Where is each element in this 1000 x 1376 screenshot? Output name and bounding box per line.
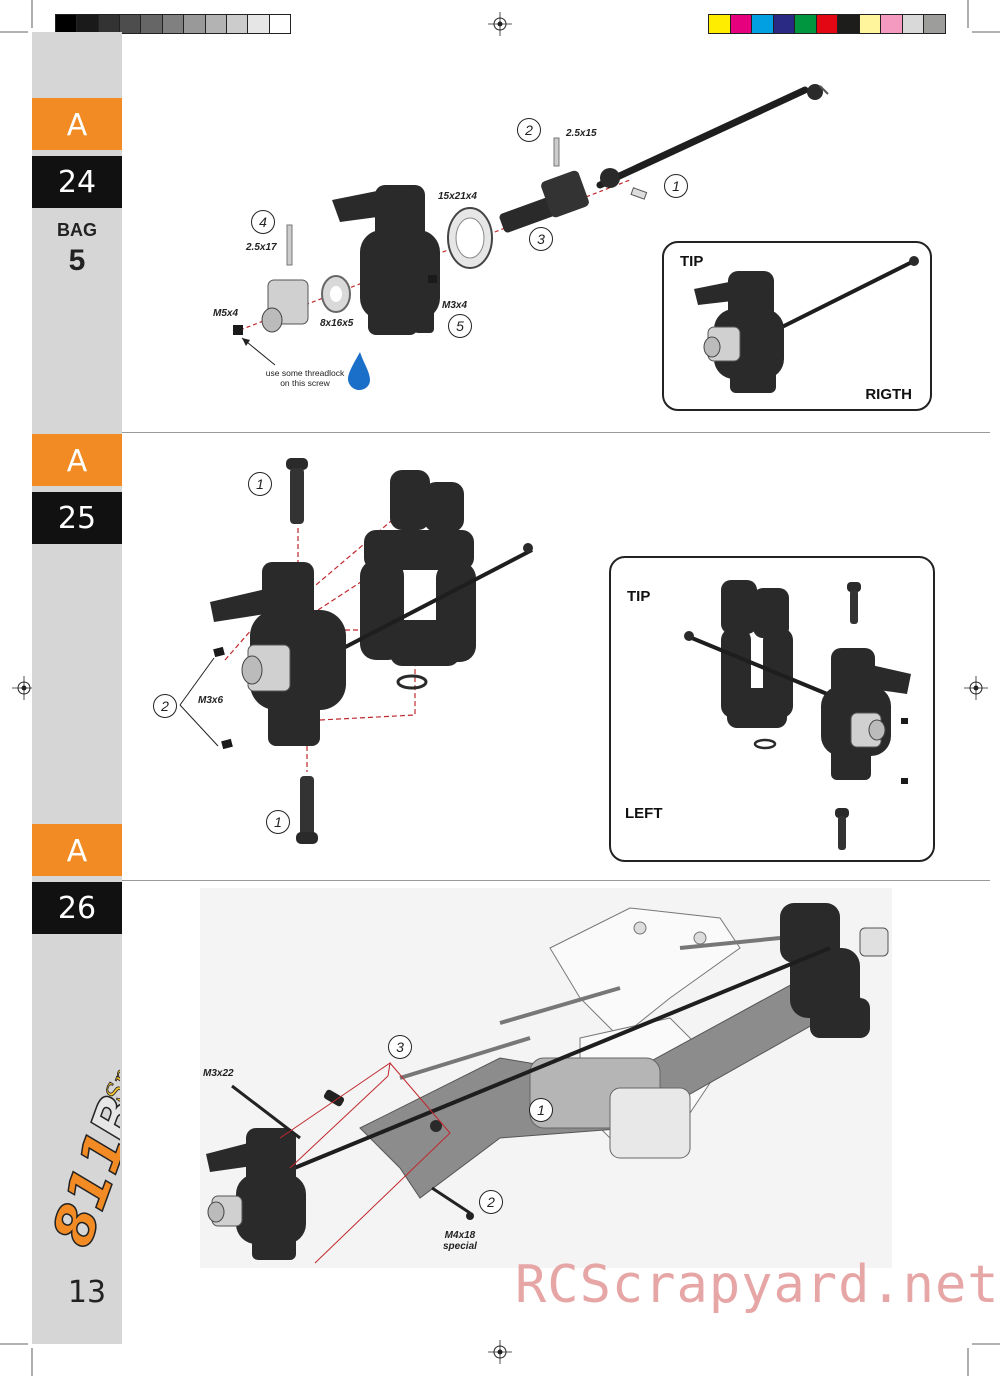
registration-mark-top	[488, 12, 512, 36]
step-24-number: 24	[32, 156, 122, 208]
grayscale-swatch	[56, 15, 78, 33]
color-swatch	[859, 15, 882, 33]
step-24-callout-3: 3	[529, 227, 553, 251]
grayscale-swatch	[248, 15, 270, 33]
m3x6-screw-lower-part	[221, 738, 233, 750]
step-divider-2	[122, 880, 990, 881]
color-swatch	[709, 15, 731, 33]
color-swatch	[838, 15, 860, 33]
color-swatch	[730, 15, 753, 33]
step-25-tip-title: TIP	[627, 588, 651, 605]
color-swatch	[773, 15, 796, 33]
grayscale-swatch	[162, 15, 185, 33]
step-25-callout-2: 2	[153, 694, 177, 718]
step-25-exploded-diagram	[179, 458, 533, 844]
step-26-callout-2: 2	[479, 1190, 503, 1214]
pin-part	[630, 187, 648, 200]
step-divider-1	[122, 432, 990, 433]
brand-logo-number: 811	[40, 1123, 120, 1255]
step-25-letter: A	[32, 434, 122, 486]
step-26-letter: A	[32, 824, 122, 876]
gearbox-part	[529, 1057, 691, 1159]
label-m3x6: M3x6	[198, 695, 224, 706]
step-26-number: 26	[32, 882, 122, 934]
threadlock-drop-icon	[348, 352, 370, 391]
caster-block-part	[360, 470, 476, 666]
step-24-callout-5: 5	[448, 314, 472, 338]
label-15x21x4: 15x21x4	[438, 191, 477, 202]
step-24-callout-2: 2	[517, 118, 541, 142]
color-swatch	[795, 15, 817, 33]
brand-logo-word: Sport	[100, 1031, 120, 1104]
grayscale-swatch	[205, 15, 227, 33]
step-25-tip-side: LEFT	[625, 805, 663, 822]
grayscale-swatch	[77, 15, 99, 33]
label-m5x4: M5x4	[213, 308, 239, 319]
step-26-assembly-diagram	[200, 888, 892, 1268]
grayscale-swatch	[226, 15, 249, 33]
bearing-15x21x4-part	[447, 207, 493, 269]
step-26-callout-3: 3	[388, 1035, 412, 1059]
color-calibration-bar	[708, 14, 946, 34]
step-25-number: 25	[32, 492, 122, 544]
grayscale-calibration-bar	[55, 14, 291, 34]
step-24-letter: A	[32, 98, 122, 150]
brand-logo: 811 B Sport	[39, 1005, 154, 1256]
watermark: RCScrapyard.net	[515, 1255, 1000, 1315]
step-25-tip-box: TIP LEFT	[609, 556, 935, 862]
m4x18-screw-part	[431, 1186, 471, 1215]
label-m3x4: M3x4	[442, 300, 468, 311]
steering-knuckle-part	[210, 562, 346, 746]
steering-knuckle-part	[332, 185, 440, 335]
bearing-8x16x5-part	[321, 275, 351, 313]
axle-part	[499, 137, 589, 233]
m3x4-screw-part	[428, 275, 437, 283]
hub-part	[261, 224, 309, 333]
label-8x16x5: 8x16x5	[320, 318, 354, 329]
m5x4-screw-part	[233, 325, 243, 335]
step-25-callout-1-bottom: 1	[266, 810, 290, 834]
grayscale-swatch	[184, 15, 206, 33]
step-24-callout-4: 4	[251, 210, 275, 234]
color-swatch	[902, 15, 925, 33]
step-24-tip-box: TIP RIGTH	[662, 241, 932, 411]
bag-label: BAG	[57, 220, 97, 240]
grayscale-swatch	[98, 15, 121, 33]
label-2-5x15: 2.5x15	[566, 128, 597, 139]
color-swatch	[924, 15, 946, 33]
drive-shaft-part	[596, 84, 829, 189]
color-swatch	[816, 15, 839, 33]
registration-mark-right	[964, 676, 988, 700]
grayscale-swatch	[141, 15, 163, 33]
step-24-tip-side: RIGTH	[865, 386, 912, 403]
near-steering-knuckle-part	[206, 1128, 306, 1260]
step-24-tip-illustration	[694, 256, 919, 393]
color-swatch	[752, 15, 774, 33]
step-24-callout-1: 1	[664, 174, 688, 198]
step-24-tip-title: TIP	[680, 253, 704, 270]
washer-part	[396, 674, 428, 690]
label-2-5x17: 2.5x17	[246, 242, 277, 253]
step-25-callout-1-top: 1	[248, 472, 272, 496]
page-number: 13	[67, 1275, 107, 1310]
grayscale-swatch	[269, 15, 290, 33]
step-26-callout-1: 1	[529, 1098, 553, 1122]
threadlock-note: use some threadlock on this screw	[265, 368, 345, 388]
registration-mark-bottom	[488, 1340, 512, 1364]
label-m4x18: M4x18 special	[443, 1230, 477, 1252]
kingpin-upper-part	[286, 458, 308, 524]
label-m3x22: M3x22	[203, 1068, 234, 1079]
step-25-tip-illustration	[684, 580, 911, 850]
kingpin-lower-part	[296, 776, 318, 844]
step-24-exploded-diagram	[233, 84, 829, 391]
color-swatch	[881, 15, 903, 33]
m3x6-screw-upper-part	[213, 646, 225, 658]
step-sidebar	[32, 32, 122, 1344]
bag-number: 5	[68, 244, 86, 277]
m3x22-screw-part	[231, 1084, 301, 1140]
grayscale-swatch	[120, 15, 142, 33]
